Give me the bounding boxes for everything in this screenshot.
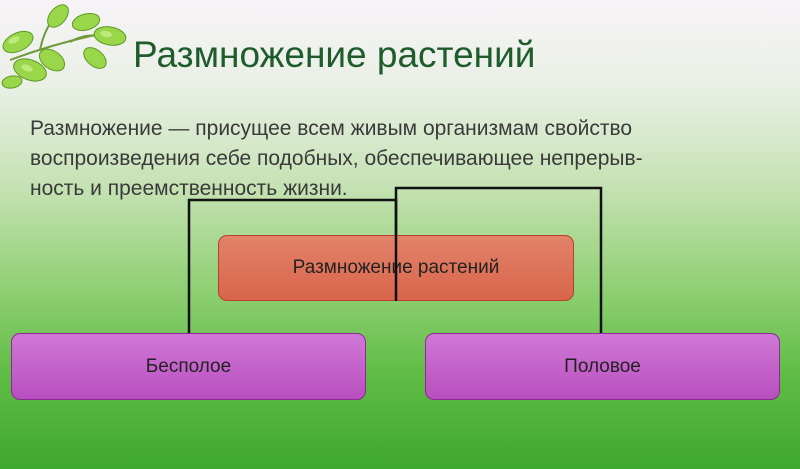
sexual-node-label: Половое <box>564 355 641 377</box>
asexual-node-label: Бесполое <box>145 355 232 377</box>
green-leaves-icon <box>1 4 127 89</box>
definition-text: Размножение — присущее всем живым органи… <box>30 114 790 204</box>
definition-line: Размножение — присущее всем живым органи… <box>30 117 633 140</box>
root-node-label: Размножение растений <box>292 257 500 278</box>
root-node: Размножение растений <box>218 235 574 301</box>
asexual-node: Бесполое <box>11 333 366 400</box>
slide-title: Размножение растений <box>133 34 536 75</box>
definition-line: воспроизведения себе подобных, обеспечив… <box>30 147 643 170</box>
sexual-node: Половое <box>425 333 780 400</box>
definition-line: ность и преемственность жизни. <box>30 177 348 200</box>
